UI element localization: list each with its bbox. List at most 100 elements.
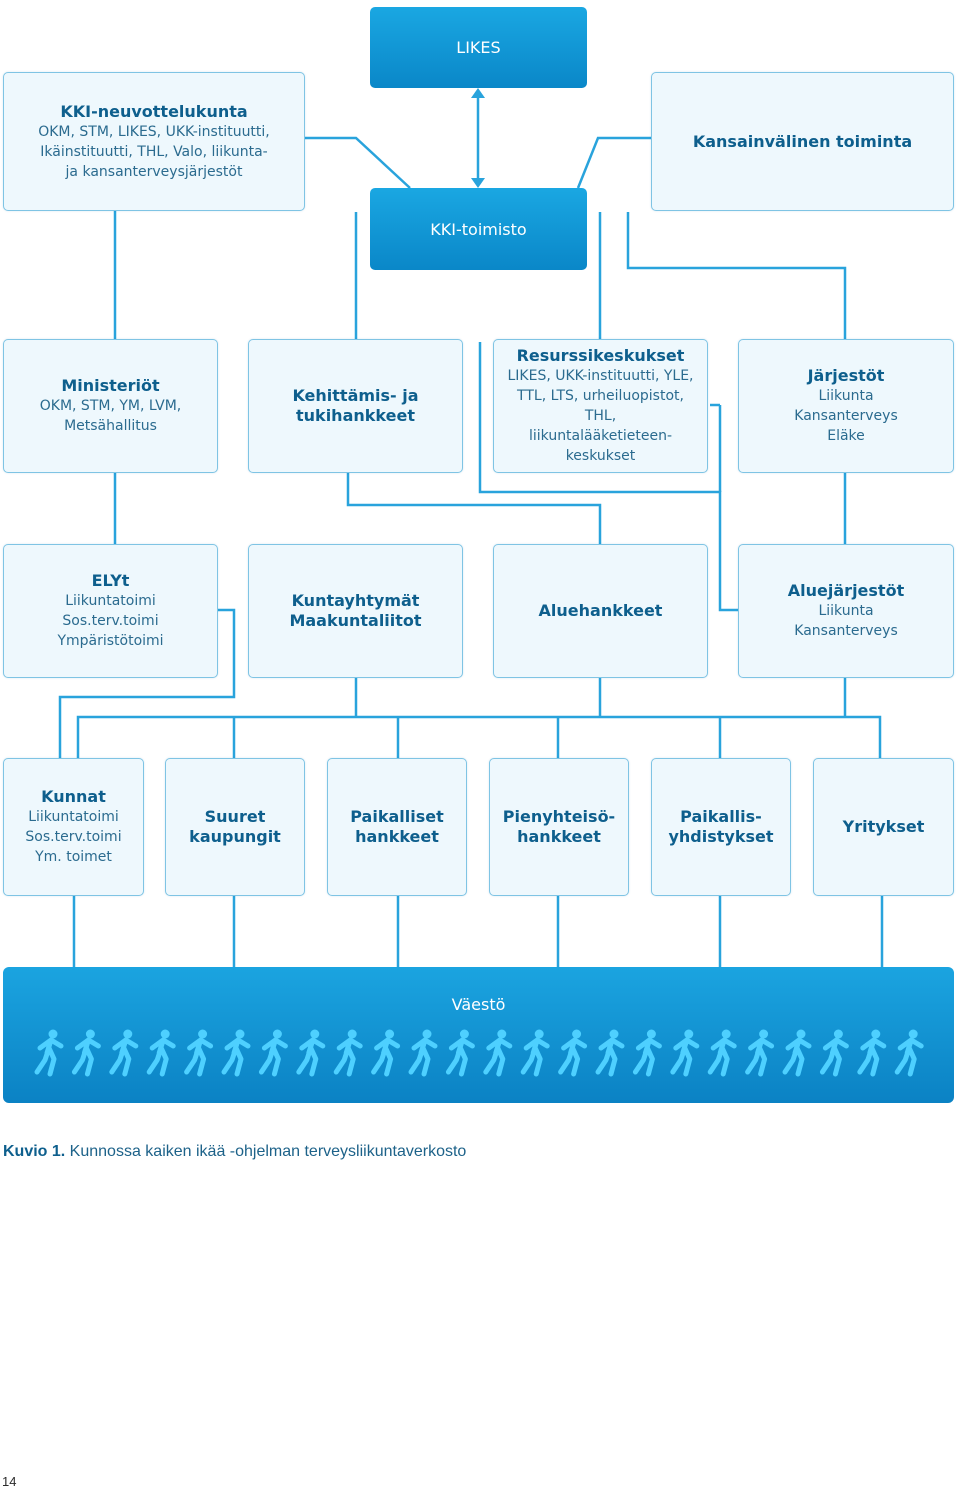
walker-icon [109,1029,139,1077]
jarjestot-title: Järjestöt [807,366,885,385]
connector-elyt-kunnat [58,608,236,760]
vaesto-box: Väestö [3,967,954,1103]
elyt-line: Ympäristötoimi [57,633,164,649]
walker-icon [520,1029,550,1077]
walker-icon [408,1029,438,1077]
neuvottelukunta-line: OKM, STM, LIKES, UKK-instituutti, [38,123,270,140]
paikallisyhd-line: yhdistykset [668,827,774,846]
ministeriot-line: Metsähallitus [64,418,157,434]
walkers-row [34,1029,924,1077]
elyt-line: Sos.terv.toimi [62,613,159,629]
likes-label: LIKES [456,38,501,57]
yritykset-title: Yritykset [842,817,925,836]
paikallisyhd-box: Paikallis- yhdistykset [651,758,791,896]
ministeriot-line: OKM, STM, YM, LVM, [39,398,182,414]
connector-kki-jarjestot [626,212,847,339]
walker-icon [333,1029,363,1077]
aluehankkeet-title: Aluehankkeet [538,601,663,620]
aluejarjestot-box: Aluejärjestöt Liikunta Kansanterveys [738,544,954,678]
resurssi-line: liikuntalääketieteen- [528,428,673,444]
kunnat-line: Sos.terv.toimi [25,829,122,845]
elyt-title: ELYt [91,571,130,590]
walker-icon [371,1029,401,1077]
walker-icon [632,1029,662,1077]
elyt-box: ELYt Liikuntatoimi Sos.terv.toimi Ympäri… [3,544,218,678]
kunnat-line: Liikuntatoimi [28,809,119,825]
kki-toimisto-box: KKI-toimisto [370,188,587,270]
pienyhteiso-line: hankkeet [517,827,601,846]
jarjestot-box: Järjestöt Liikunta Kansanterveys Eläke [738,339,954,473]
connector-neuvottelukunta [305,136,411,189]
suuret-box: Suuret kaupungit [165,758,305,896]
resurssi-line: TTL, LTS, urheiluopistot, THL, [517,388,684,424]
ministeriot-title: Ministeriöt [61,376,160,395]
suuret-line: kaupungit [189,827,281,846]
walker-icon [670,1029,700,1077]
aluejarjestot-line: Kansanterveys [794,623,898,639]
walker-icon [819,1029,849,1077]
walker-icon [71,1029,101,1077]
page-number: 14 [2,1474,17,1489]
resurssi-box: Resurssikeskukset LIKES, UKK-instituutti… [493,339,708,473]
kehittamis-line: tukihankkeet [296,406,415,425]
walker-icon [782,1029,812,1077]
suuret-line: Suuret [204,807,266,826]
connector-kehittamis-alue [346,473,602,545]
neuvottelukunta-box: KKI-neuvottelukunta OKM, STM, LIKES, UKK… [3,72,305,211]
aluehankkeet-box: Aluehankkeet [493,544,708,678]
walker-icon [184,1029,214,1077]
neuvottelukunta-line: ja kansanterveysjärjestöt [65,163,243,180]
walker-icon [258,1029,288,1077]
ministeriot-box: Ministeriöt OKM, STM, YM, LVM, Metsähall… [3,339,218,473]
paikalliset-line: Paikalliset [350,807,444,826]
walker-icon [558,1029,588,1077]
connector-kansainvalinen [576,136,651,189]
walker-icon [745,1029,775,1077]
kansainvalinen-title: Kansainvälinen toiminta [692,131,913,151]
caption-prefix: Kuvio 1. [3,1143,66,1160]
yritykset-box: Yritykset [813,758,954,896]
jarjestot-line: Kansanterveys [794,408,898,424]
walker-icon [857,1029,887,1077]
kunnat-title: Kunnat [41,787,106,806]
neuvottelukunta-title: KKI-neuvottelukunta [60,101,248,121]
walker-icon [894,1029,924,1077]
connector-bus [76,715,882,760]
walker-icon [483,1029,513,1077]
kansainvalinen-box: Kansainvälinen toiminta [651,72,954,211]
kuntayhtymat-line: Maakuntaliitot [289,611,422,630]
aluejarjestot-title: Aluejärjestöt [787,581,905,600]
kehittamis-line: Kehittämis- ja [292,386,419,405]
paikalliset-line: hankkeet [355,827,439,846]
likes-box: LIKES [370,7,587,88]
walker-icon [595,1029,625,1077]
arrowhead-down [471,178,485,188]
walker-icon [221,1029,251,1077]
resurssi-line: keskukset [565,448,636,464]
arrowhead-up [471,88,485,98]
caption-text: Kunnossa kaiken ikää -ohjelman terveysli… [65,1143,467,1160]
paikalliset-box: Paikalliset hankkeet [327,758,467,896]
resurssi-line: LIKES, UKK-instituutti, YLE, [507,368,694,384]
kuntayhtymat-box: Kuntayhtymät Maakuntaliitot [248,544,463,678]
walker-icon [707,1029,737,1077]
jarjestot-line: Liikunta [818,388,874,404]
figure-caption: Kuvio 1. Kunnossa kaiken ikää -ohjelman … [3,1143,466,1161]
pienyhteiso-line: Pienyhteisö- [502,807,616,826]
kki-toimisto-label: KKI-toimisto [430,219,527,239]
walker-icon [296,1029,326,1077]
neuvottelukunta-line: Ikäinstituutti, THL, Valo, liikunta- [40,143,268,160]
kehittamis-box: Kehittämis- ja tukihankkeet [248,339,463,473]
jarjestot-line: Eläke [827,428,865,444]
elyt-line: Liikuntatoimi [65,593,156,609]
kunnat-box: Kunnat Liikuntatoimi Sos.terv.toimi Ym. … [3,758,144,896]
pienyhteiso-box: Pienyhteisö- hankkeet [489,758,629,896]
walker-icon [146,1029,176,1077]
resurssi-title: Resurssikeskukset [516,346,685,365]
aluejarjestot-line: Liikunta [818,603,874,619]
vaesto-label: Väestö [451,995,506,1014]
walker-icon [34,1029,64,1077]
paikallisyhd-line: Paikallis- [680,807,762,826]
kuntayhtymat-line: Kuntayhtymät [291,591,420,610]
